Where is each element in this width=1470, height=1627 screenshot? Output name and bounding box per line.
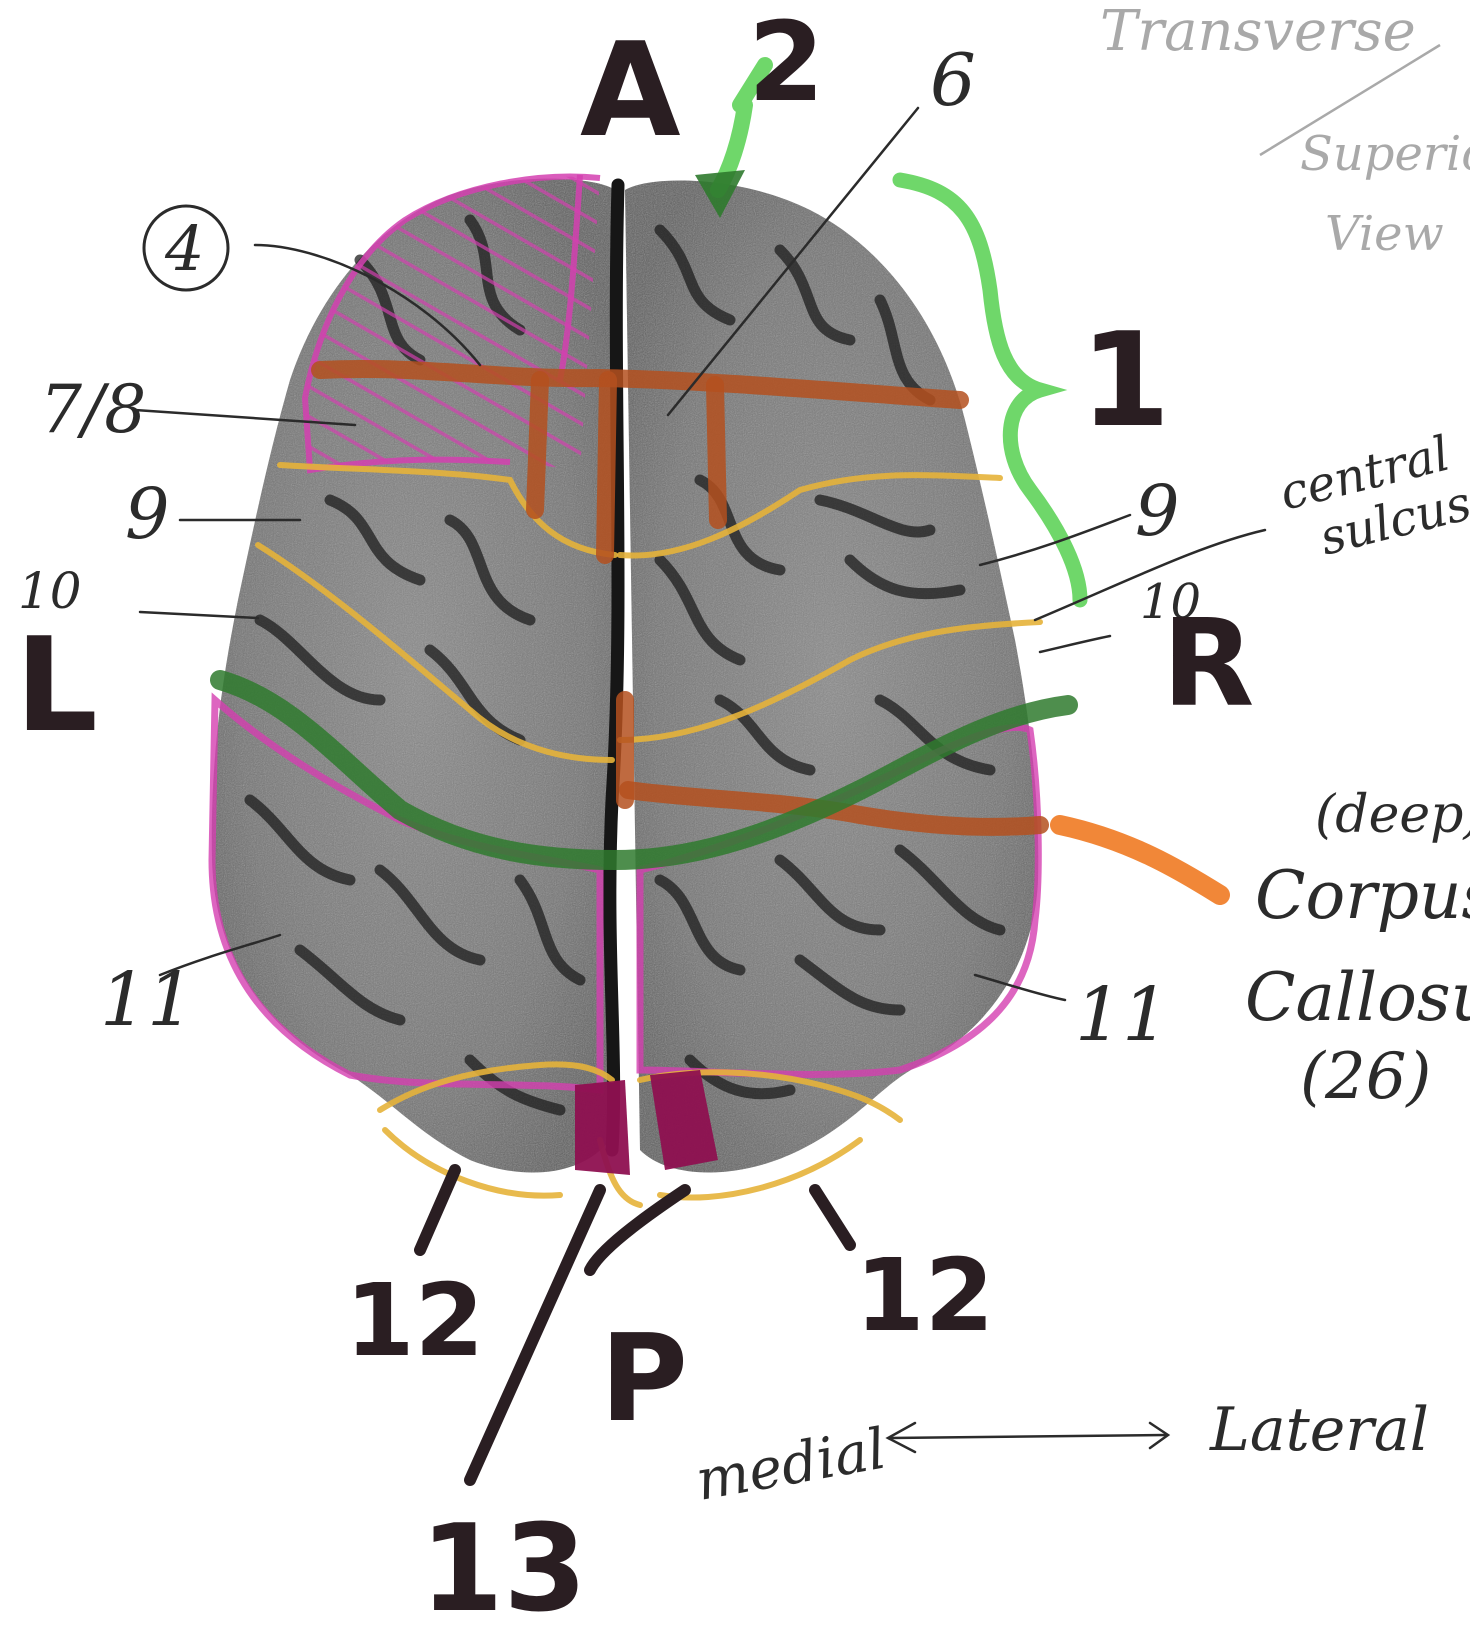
label-11-right: 11 <box>1075 972 1169 1058</box>
label-corpus: Corpus <box>1255 857 1470 934</box>
label-12-right: 12 <box>855 1237 994 1354</box>
label-9-left: 9 <box>125 473 170 555</box>
label-13: 13 <box>420 1500 587 1627</box>
label-callosum: Callosum <box>1245 959 1470 1036</box>
label-12-left: 12 <box>345 1262 484 1379</box>
label-7-8: 7/8 <box>40 371 146 448</box>
label-posterior: P <box>600 1310 688 1449</box>
view-subtitle-superior: Superior <box>1300 126 1470 182</box>
label-4: 4 <box>164 212 204 285</box>
corpus-callosum-pointer <box>1060 825 1220 895</box>
label-26: (26) <box>1300 1040 1431 1114</box>
label-11-left: 11 <box>100 957 194 1043</box>
label-2: 2 <box>748 0 825 126</box>
view-subtitle-view: View <box>1325 206 1444 262</box>
label-anterior: A <box>580 14 681 166</box>
axis-lateral: Lateral <box>1209 1395 1429 1465</box>
label-9-right: 9 <box>1135 470 1180 552</box>
axis-medial: medial <box>691 1417 891 1514</box>
label-6: 6 <box>930 38 976 122</box>
longitudinal-fissure <box>610 185 618 1150</box>
label-1: 1 <box>1080 304 1170 456</box>
label-left: L <box>15 609 98 761</box>
label-right: R <box>1162 595 1254 734</box>
view-title: Transverse <box>1100 0 1416 64</box>
label-deep: (deep) <box>1315 785 1470 845</box>
